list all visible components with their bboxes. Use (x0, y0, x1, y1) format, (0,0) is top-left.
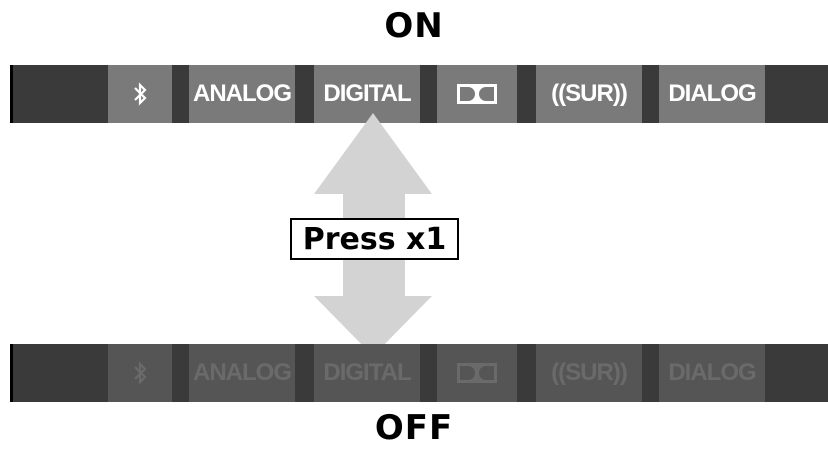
indicator-bar-off: ANALOG DIGITAL ((SUR)) DIALOG (10, 344, 828, 402)
dolby-icon (456, 362, 498, 384)
analog-indicator-on: ANALOG (189, 65, 295, 123)
digital-indicator-on: DIGITAL (314, 65, 420, 123)
off-label: OFF (374, 408, 454, 448)
press-instruction: Press x1 (290, 218, 459, 260)
surround-indicator-on: ((SUR)) (536, 65, 642, 123)
dolby-indicator-on (437, 65, 517, 123)
bluetooth-indicator-on (108, 65, 172, 123)
digital-indicator-off: DIGITAL (314, 344, 420, 402)
dialog-indicator-on: DIALOG (659, 65, 765, 123)
bluetooth-icon (133, 82, 147, 106)
surround-indicator-off: ((SUR)) (536, 344, 642, 402)
dialog-indicator-off: DIALOG (659, 344, 765, 402)
bluetooth-indicator-off (108, 344, 172, 402)
analog-indicator-off: ANALOG (189, 344, 295, 402)
on-label: ON (384, 6, 444, 46)
dolby-indicator-off (437, 344, 517, 402)
indicator-bar-on: ANALOG DIGITAL ((SUR)) DIALOG (10, 65, 828, 123)
bluetooth-icon (133, 361, 147, 385)
dolby-icon (456, 83, 498, 105)
